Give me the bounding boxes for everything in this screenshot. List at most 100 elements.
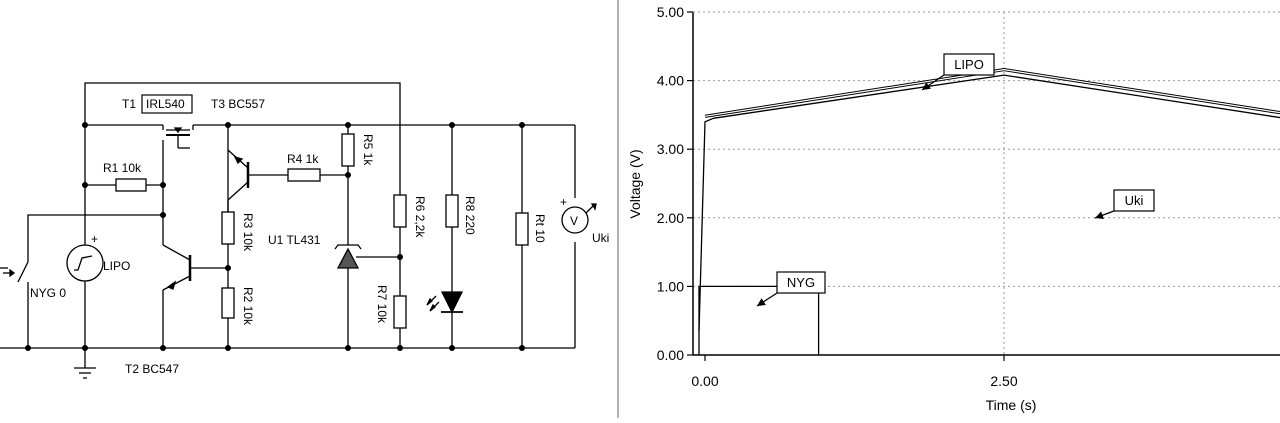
t3-emitter bbox=[227, 181, 249, 201]
t2-emitter bbox=[162, 275, 191, 291]
y-tick-label: 1.00 bbox=[657, 278, 684, 294]
lipo-source-waveform bbox=[74, 255, 93, 271]
resistor-r2 bbox=[221, 287, 235, 319]
mosfet-t1 bbox=[162, 125, 194, 149]
y-tick-label: 2.00 bbox=[657, 210, 684, 226]
label-r4: R4 1k bbox=[287, 152, 319, 166]
y-tick-label: 0.00 bbox=[657, 347, 684, 363]
schematic-labels: T1 IRL540 T3 BC557 R1 10k R4 1k R5 1k R3… bbox=[30, 97, 609, 376]
label-t1: T1 bbox=[122, 97, 136, 111]
transistor-t2 bbox=[162, 244, 192, 291]
wire-network bbox=[0, 82, 576, 368]
junction-dot bbox=[449, 345, 455, 351]
junction-dot bbox=[225, 122, 231, 128]
zener-triangle bbox=[336, 247, 360, 269]
label-r8: R8 220 bbox=[463, 196, 477, 235]
resistor-r7 bbox=[393, 295, 407, 329]
series-lipo-line-inner bbox=[704, 68, 1280, 117]
junction-dot bbox=[345, 345, 351, 351]
series-uki-line bbox=[698, 74, 1280, 332]
annotation-box-nyg bbox=[776, 271, 826, 294]
resistor-r5 bbox=[341, 133, 355, 167]
zener-icon bbox=[334, 244, 362, 269]
annotation-label-nyg: NYG bbox=[787, 275, 815, 290]
label-r6: R6 2,2k bbox=[413, 196, 427, 238]
junction-dots bbox=[25, 122, 525, 351]
junction-dot bbox=[160, 182, 166, 188]
x-tick-label: 0.00 bbox=[691, 373, 718, 389]
junction-dot bbox=[397, 345, 403, 351]
chart-ticks: 0.001.002.003.004.005.000.002.505.007.50 bbox=[657, 4, 1018, 389]
voltmeter-circle bbox=[561, 206, 589, 234]
junction-dot bbox=[519, 122, 525, 128]
circuit-schematic: + + bbox=[0, 0, 619, 418]
label-t1-part: IRL540 bbox=[146, 97, 185, 111]
label-lipo: LIPO bbox=[103, 259, 130, 273]
t1-arrow bbox=[173, 127, 183, 134]
label-voltmeter-v: V bbox=[570, 214, 578, 228]
label-r3: R3 10k bbox=[241, 213, 255, 252]
t3-arrow bbox=[233, 155, 244, 165]
junction-dot bbox=[160, 212, 166, 218]
annotation-label-lipo: LIPO bbox=[954, 57, 984, 72]
resistor-r6 bbox=[393, 194, 407, 228]
label-r5: R5 1k bbox=[361, 134, 375, 166]
ground-icon bbox=[74, 367, 96, 379]
junction-dot bbox=[345, 122, 351, 128]
voltmeter-needle bbox=[585, 205, 594, 214]
junction-dot bbox=[519, 345, 525, 351]
label-r7: R7 10k bbox=[375, 285, 389, 324]
wire-switch-feed bbox=[27, 214, 163, 262]
resistor-r4 bbox=[287, 168, 321, 182]
voltmeter-needle-head bbox=[590, 203, 597, 211]
switch-icon bbox=[3, 261, 29, 283]
chart-grid bbox=[693, 12, 1280, 355]
resistor-r8 bbox=[445, 194, 459, 228]
label-rt: Rt 10 bbox=[533, 214, 547, 243]
resistor-rt bbox=[515, 212, 529, 246]
annotation-label-uki: Uki bbox=[1125, 193, 1144, 208]
junction-dot bbox=[449, 122, 455, 128]
annotation-arrow-uki bbox=[1095, 211, 1104, 219]
chart-series bbox=[698, 67, 1280, 355]
voltage-time-chart: 0.001.002.003.004.005.000.002.505.007.50… bbox=[627, 4, 1280, 413]
switch-arrow-head bbox=[9, 268, 16, 278]
junction-dot bbox=[82, 182, 88, 188]
t2-collector bbox=[162, 244, 191, 261]
led-ray-head-1 bbox=[426, 297, 433, 306]
zener-cathode-bar bbox=[334, 244, 362, 250]
transistor-t3 bbox=[227, 149, 250, 212]
junction-dot bbox=[25, 345, 31, 351]
junction-dot bbox=[225, 345, 231, 351]
label-t3: T3 BC557 bbox=[211, 97, 265, 111]
series-nyg-line bbox=[698, 285, 820, 355]
junction-dot bbox=[345, 172, 351, 178]
y-tick-label: 3.00 bbox=[657, 141, 684, 157]
annotation-box-uki bbox=[1113, 189, 1155, 212]
chart-xlabel: Time (s) bbox=[986, 397, 1037, 413]
led-icon bbox=[426, 291, 464, 314]
junction-dot bbox=[225, 265, 231, 271]
t1-part-box bbox=[141, 94, 193, 114]
annotation-arrow-lipo bbox=[922, 82, 931, 90]
lipo-source-circle bbox=[66, 244, 104, 282]
label-u1: U1 TL431 bbox=[268, 233, 321, 247]
switch-blade bbox=[17, 261, 29, 283]
t2-arrow bbox=[166, 280, 177, 290]
annotation-box-lipo bbox=[943, 53, 995, 76]
wire-top-loop bbox=[84, 82, 401, 195]
junction-dot bbox=[82, 345, 88, 351]
label-nyg: NYG 0 bbox=[30, 286, 66, 300]
label-t2: T2 BC547 bbox=[125, 362, 179, 376]
lipo-plus-sign: + bbox=[91, 232, 98, 246]
junction-dot bbox=[397, 254, 403, 260]
annotation-arrow-nyg bbox=[757, 298, 766, 306]
voltmeter-plus-sign: + bbox=[560, 195, 567, 209]
led-triangle bbox=[440, 291, 464, 314]
resistor-r1 bbox=[115, 178, 147, 192]
resistors bbox=[115, 133, 529, 329]
chart-axes bbox=[692, 11, 1280, 356]
